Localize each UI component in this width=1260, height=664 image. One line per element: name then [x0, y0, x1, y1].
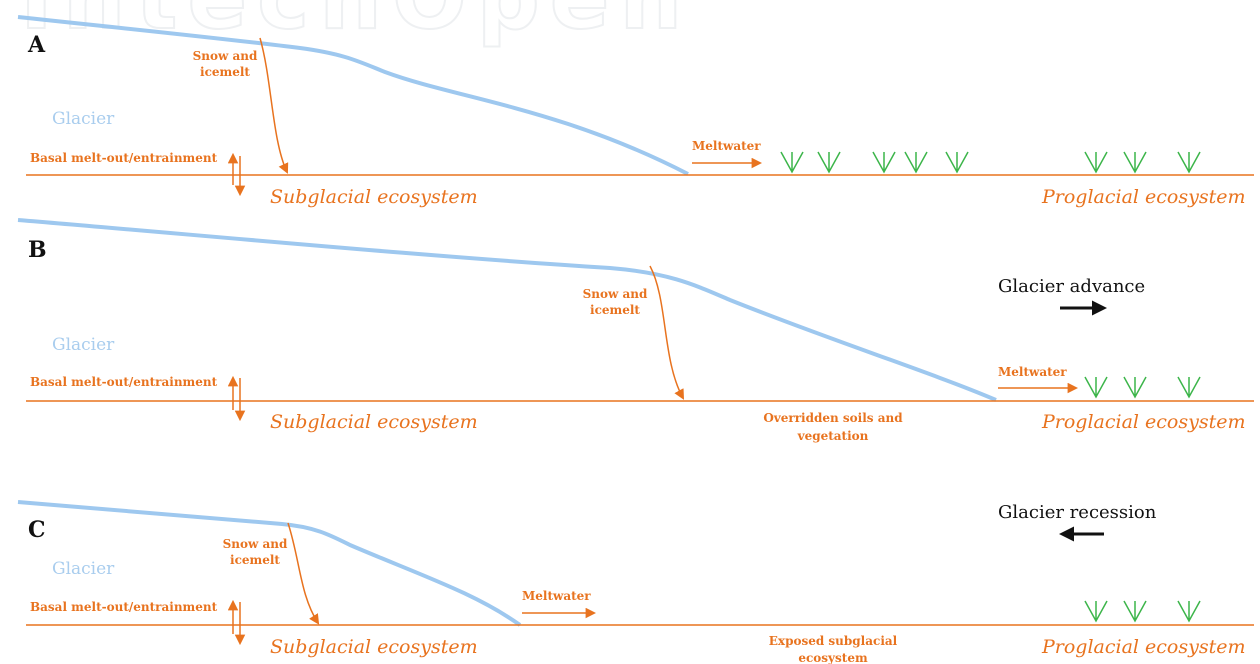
- panel-c-proglacial-label: Proglacial ecosystem: [1041, 636, 1246, 658]
- panel-b-event-label: Glacier advance: [998, 276, 1145, 297]
- panel-c-letter: C: [28, 517, 46, 543]
- panel-a-snow-label-line1: Snow and: [193, 49, 258, 63]
- panel-a-glacier-label: Glacier: [52, 109, 115, 129]
- panel-b: B Glacier Snow and icemelt Basal melt-ou…: [17, 218, 1254, 443]
- panel-c: C Glacier Snow and icemelt Basal melt-ou…: [17, 500, 1254, 664]
- panel-c-event-label: Glacier recession: [998, 502, 1157, 523]
- panel-b-meltwater-label: Meltwater: [998, 365, 1067, 379]
- panel-a-meltwater-label: Meltwater: [692, 139, 761, 153]
- watermark: IntechOpen: [20, 0, 692, 49]
- panel-a-subglacial-label: Subglacial ecosystem: [270, 186, 478, 208]
- panel-a-snow-label-line2: icemelt: [200, 65, 250, 79]
- panel-b-letter: B: [28, 237, 47, 263]
- panel-b-subglacial-label: Subglacial ecosystem: [270, 411, 478, 433]
- panel-b-snow-label-line1: Snow and: [583, 287, 648, 301]
- panel-c-basal-label: Basal melt-out/entrainment: [30, 600, 218, 614]
- panel-b-glacier-surface: [17, 218, 997, 402]
- panel-a-proglacial-label: Proglacial ecosystem: [1041, 186, 1246, 208]
- panel-c-snow-label-line1: Snow and: [223, 537, 288, 551]
- panel-c-meltwater-label: Meltwater: [522, 589, 591, 603]
- panel-b-basal-label: Basal melt-out/entrainment: [30, 375, 218, 389]
- panel-a-letter: A: [27, 32, 46, 58]
- panel-b-overridden-label-line1: Overridden soils and: [763, 411, 903, 425]
- panel-c-subglacial-label: Subglacial ecosystem: [270, 636, 478, 658]
- panel-a-snow-arrow: [259, 37, 289, 174]
- panel-a-basal-label: Basal melt-out/entrainment: [30, 151, 218, 165]
- panel-a-glacier-surface: [17, 15, 689, 176]
- panel-c-exposed-label-line2: ecosystem: [798, 651, 868, 664]
- panel-c-snow-label-line2: icemelt: [230, 553, 280, 567]
- panel-b-vegetation: [1084, 376, 1201, 399]
- panel-a-vegetation: [780, 151, 1201, 174]
- panel-b-snow-arrow: [649, 265, 685, 400]
- panel-c-snow-arrow: [287, 522, 320, 625]
- panel-b-glacier-label: Glacier: [52, 335, 115, 355]
- panel-a: A Glacier Snow and icemelt Basal melt-ou…: [17, 15, 1254, 208]
- panel-c-glacier-surface: [17, 500, 522, 627]
- panel-c-vegetation: [1084, 600, 1201, 623]
- panel-b-snow-label-line2: icemelt: [590, 303, 640, 317]
- panel-b-proglacial-label: Proglacial ecosystem: [1041, 411, 1246, 433]
- panel-c-exposed-label-line1: Exposed subglacial: [769, 634, 898, 648]
- panel-c-glacier-label: Glacier: [52, 559, 115, 579]
- panel-b-overridden-label-line2: vegetation: [797, 429, 869, 443]
